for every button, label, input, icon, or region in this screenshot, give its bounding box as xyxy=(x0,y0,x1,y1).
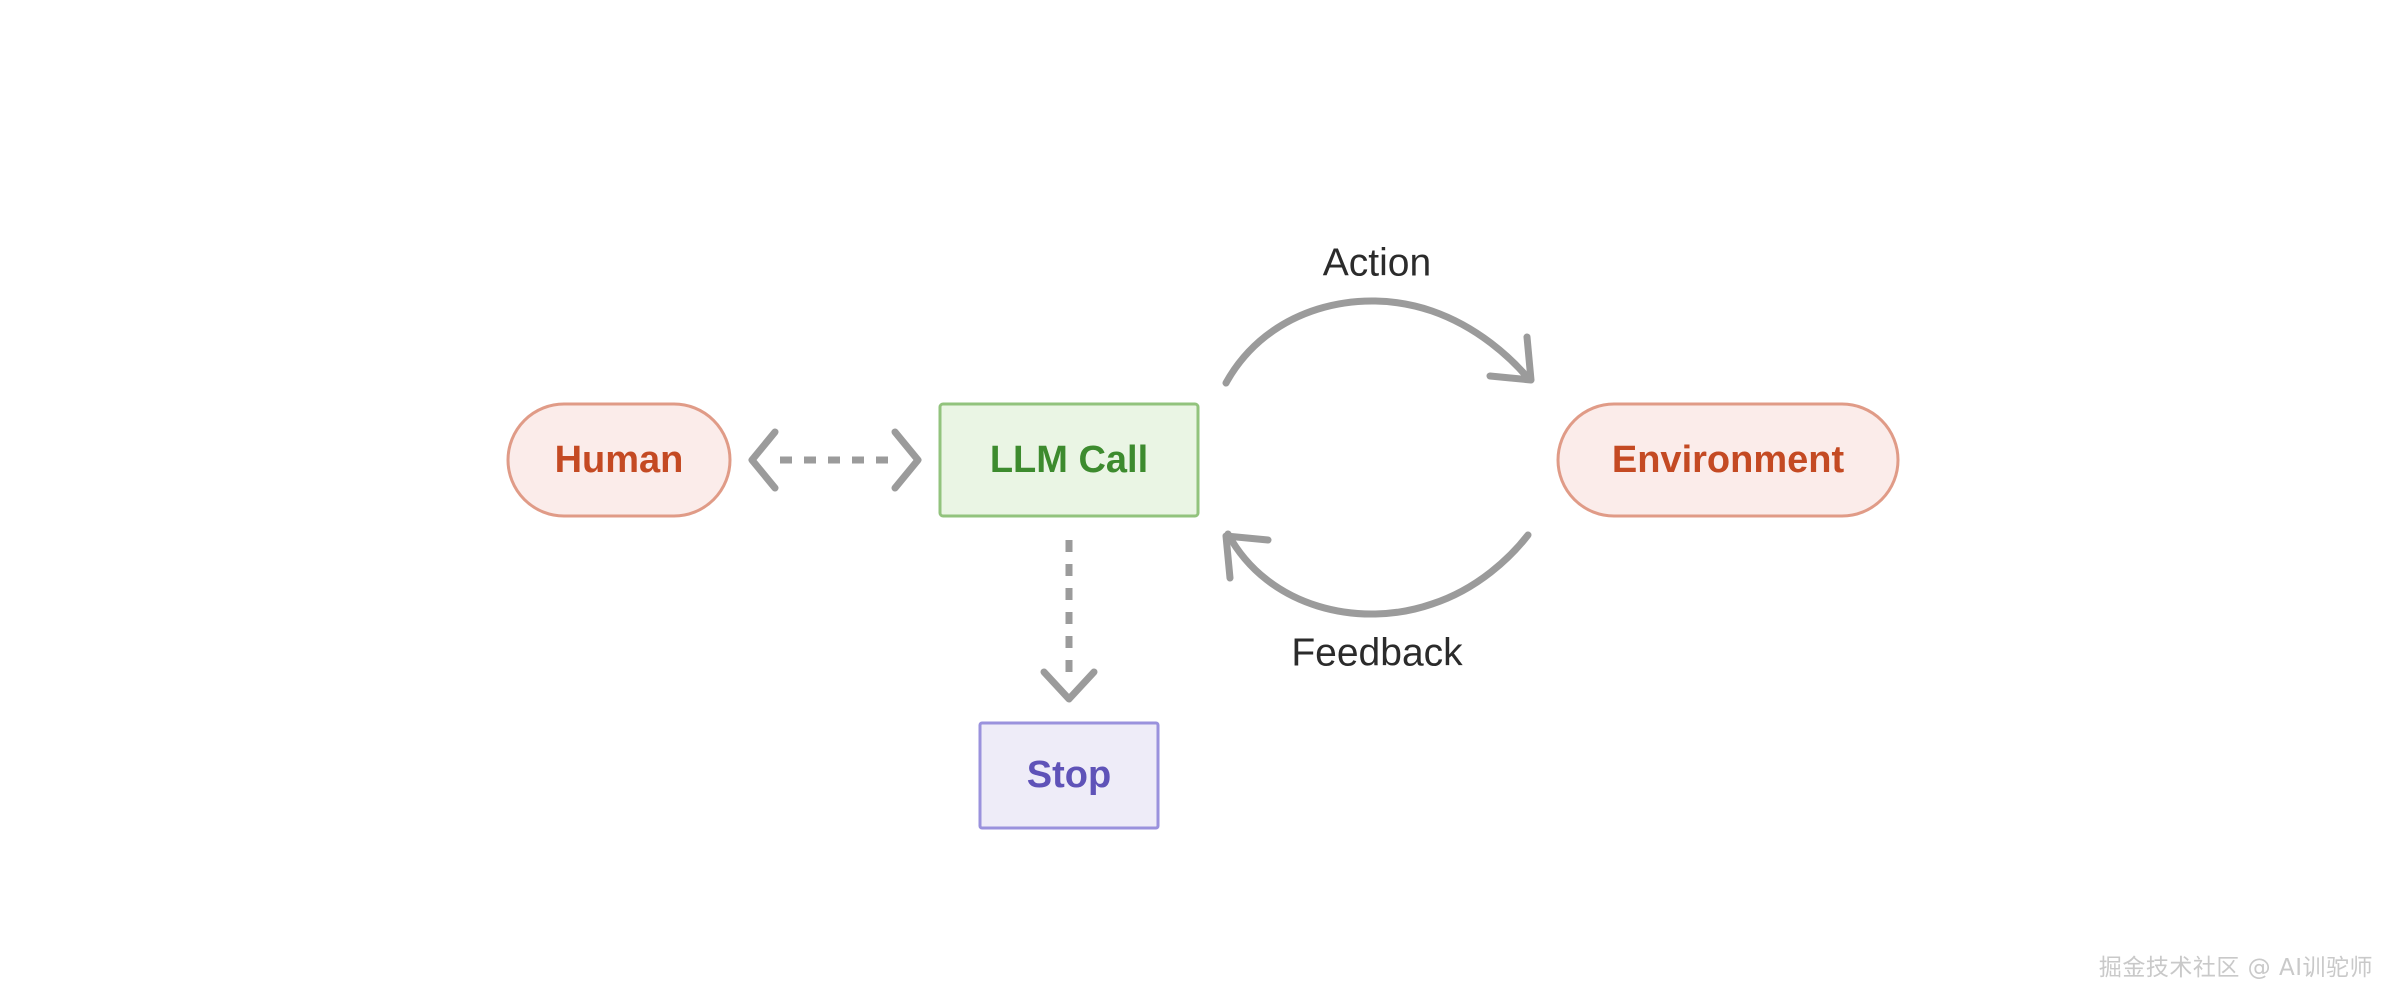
node-human[interactable]: Human xyxy=(506,402,732,518)
feedback-arrow-path xyxy=(1224,530,1532,618)
edge-feedback: Feedback xyxy=(1222,530,1532,674)
node-environment-label: Environment xyxy=(1612,439,1845,481)
human-llm-left-arrowhead-icon xyxy=(748,428,779,492)
feedback-arrowhead-icon xyxy=(1222,532,1272,582)
node-human-label: Human xyxy=(555,439,684,481)
node-human-shape[interactable] xyxy=(506,402,732,518)
node-llm-call-shape[interactable] xyxy=(938,402,1200,518)
node-environment-shape[interactable] xyxy=(1556,402,1900,518)
node-stop-shape[interactable] xyxy=(978,721,1160,830)
human-llm-right-arrowhead-icon xyxy=(891,428,922,492)
node-stop[interactable]: Stop xyxy=(978,721,1160,830)
node-stop-label: Stop xyxy=(1027,754,1111,796)
node-environment[interactable]: Environment xyxy=(1556,402,1900,518)
llm-stop-arrowhead-icon xyxy=(1040,668,1098,703)
edge-label-action: Action xyxy=(1323,241,1431,284)
edge-human-llm xyxy=(748,428,922,492)
action-arrow-path xyxy=(1222,297,1532,387)
edge-llm-stop xyxy=(1040,540,1098,703)
edge-label-feedback: Feedback xyxy=(1291,631,1463,674)
edge-action: Action xyxy=(1222,241,1535,387)
watermark: 掘金技术社区 @ AI训驼师 xyxy=(2098,955,2373,981)
node-llm-call-label: LLM Call xyxy=(990,439,1148,481)
node-llm-call[interactable]: LLM Call xyxy=(938,402,1200,518)
action-arrowhead-icon xyxy=(1486,333,1535,384)
